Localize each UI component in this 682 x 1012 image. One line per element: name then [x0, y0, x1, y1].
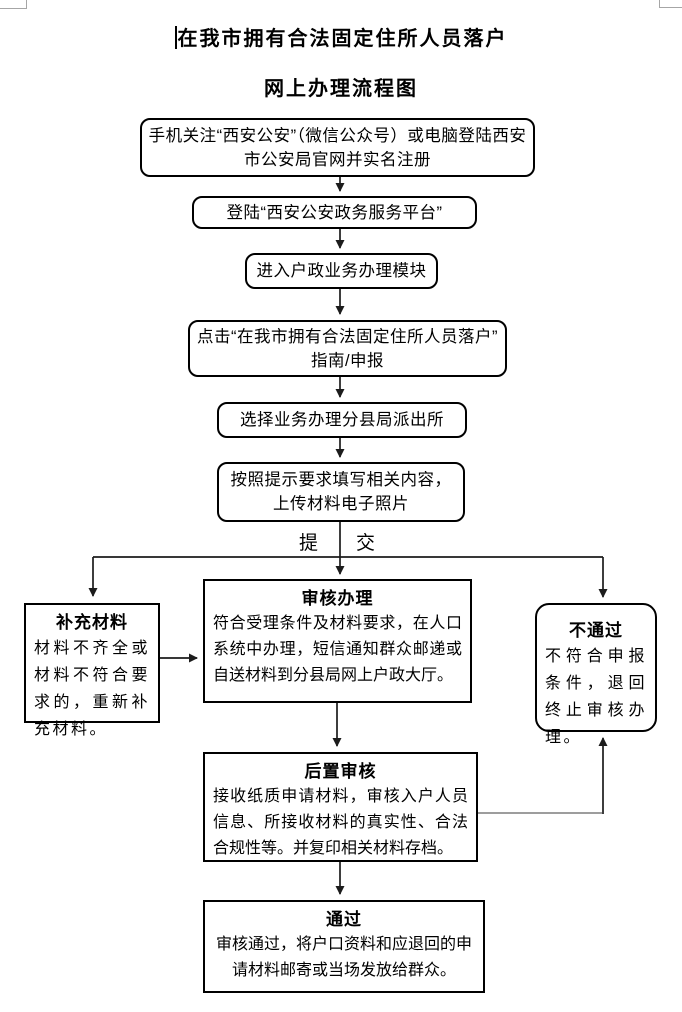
step-enter-module-box: 进入户政业务办理模块: [245, 253, 438, 289]
step-select-station-text: 选择业务办理分县局派出所: [240, 411, 444, 429]
submit-label-left: 提: [299, 533, 320, 554]
step-click-guide-line2: 指南/申报: [310, 351, 385, 370]
text-boundary-mark-right: [659, 0, 682, 8]
step-login-box: 登陆“西安公安政务服务平台”: [192, 196, 477, 229]
submit-label-right: 交: [356, 533, 377, 554]
node-review-body: 符合受理条件及材料要求，在人口系统中办理，短信通知群众邮递或自送材料到分县局网上…: [213, 615, 462, 684]
node-pass-body: 审核通过，将户口资料和应退回的申请材料邮寄或当场发放给群众。: [215, 936, 472, 979]
step-click-guide-line1: 点击“在我市拥有合法固定住所人员落户”: [197, 327, 498, 346]
title-text-1: 在我市拥有合法固定住所人员落户: [177, 28, 508, 50]
node-post-review-title: 后置审核: [304, 762, 377, 781]
text-cursor: [174, 26, 177, 49]
step-fill-upload-box: 按照提示要求填写相关内容，上传材料电子照片: [217, 462, 465, 522]
node-pass-box: 通过 审核通过，将户口资料和应退回的申请材料邮寄或当场发放给群众。: [203, 900, 485, 993]
node-review-box: 审核办理 符合受理条件及材料要求，在人口系统中办理，短信通知群众邮递或自送材料到…: [203, 579, 472, 703]
text-boundary-mark-left: [0, 0, 27, 9]
step-select-station-box: 选择业务办理分县局派出所: [217, 402, 467, 438]
step-login-text: 登陆“西安公安政务服务平台”: [226, 203, 443, 222]
step-enter-module-text: 进入户政业务办理模块: [256, 262, 427, 280]
node-reject-title: 不通过: [569, 621, 623, 640]
step-register-box: 手机关注“西安公安”（微信公众号）或电脑登陆西安市公安局官网并实名注册: [140, 118, 535, 177]
node-supplement-box: 补充材料 材料不齐全或材料不符合要求的，重新补充材料。: [24, 603, 160, 738]
node-supplement-body: 材料不齐全或材料不符合要求的，重新补充材料。: [34, 640, 150, 738]
step-register-text: 手机关注“西安公安”（微信公众号）或电脑登陆西安市公安局官网并实名注册: [148, 126, 527, 169]
step-click-guide-box: 点击“在我市拥有合法固定住所人员落户” 指南/申报: [188, 320, 507, 377]
page-title-line1: 在我市拥有合法固定住所人员落户: [0, 22, 682, 51]
node-pass-title: 通过: [326, 910, 362, 929]
step-fill-upload-text: 按照提示要求填写相关内容，上传材料电子照片: [230, 471, 452, 513]
title-text-2: 网上办理流程图: [264, 78, 418, 100]
node-supplement-title: 补充材料: [56, 613, 128, 632]
node-post-review-box: 后置审核 接收纸质申请材料，审核入户人员信息、所接收材料的真实性、合法合规性等。…: [203, 752, 478, 862]
page-title-line2: 网上办理流程图: [0, 72, 682, 101]
node-reject-box: 不通过 不符合申报条件，退回终止审核办理。: [535, 603, 657, 746]
node-review-title: 审核办理: [301, 589, 374, 608]
node-post-review-body: 接收纸质申请材料，审核入户人员信息、所接收材料的真实性、合法合规性等。并复印相关…: [213, 788, 468, 857]
node-reject-body: 不符合申报条件，退回终止审核办理。: [545, 648, 647, 746]
